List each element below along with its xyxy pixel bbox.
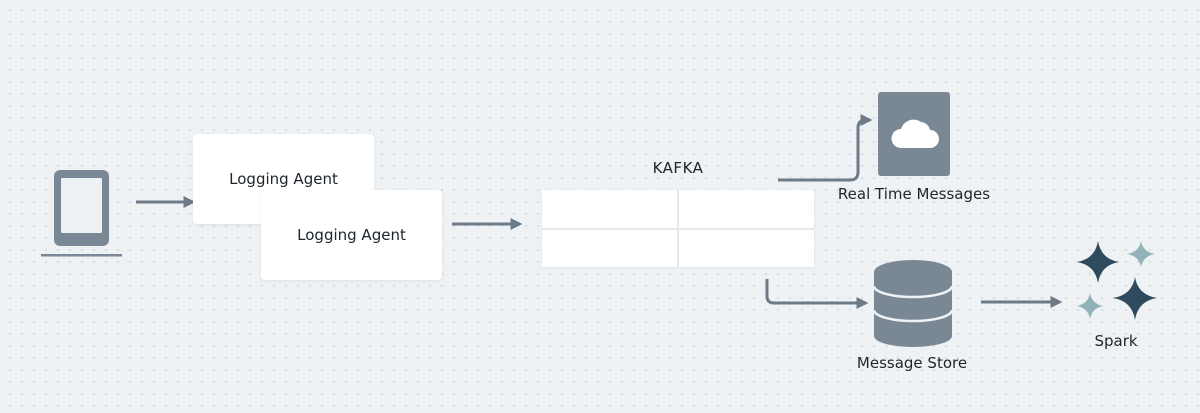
spark-label: Spark bbox=[1094, 332, 1138, 350]
logging-agent-card: Logging Agent bbox=[261, 190, 442, 280]
logging-agent-label: Logging Agent bbox=[229, 170, 338, 188]
kafka-title: KAFKA bbox=[652, 159, 704, 177]
kafka-partition bbox=[542, 229, 677, 267]
logging-agent-label: Logging Agent bbox=[297, 226, 406, 244]
kafka-partition-table bbox=[542, 190, 814, 267]
kafka-partition bbox=[679, 190, 814, 228]
realtime-messages-label: Real Time Messages bbox=[837, 185, 991, 203]
arrow-kafka-to-store bbox=[765, 279, 869, 309]
kafka-partition bbox=[542, 190, 677, 228]
kafka-partition bbox=[679, 229, 814, 267]
arrow-kafka-to-realtime bbox=[778, 114, 873, 182]
message-store-label: Message Store bbox=[856, 354, 968, 372]
